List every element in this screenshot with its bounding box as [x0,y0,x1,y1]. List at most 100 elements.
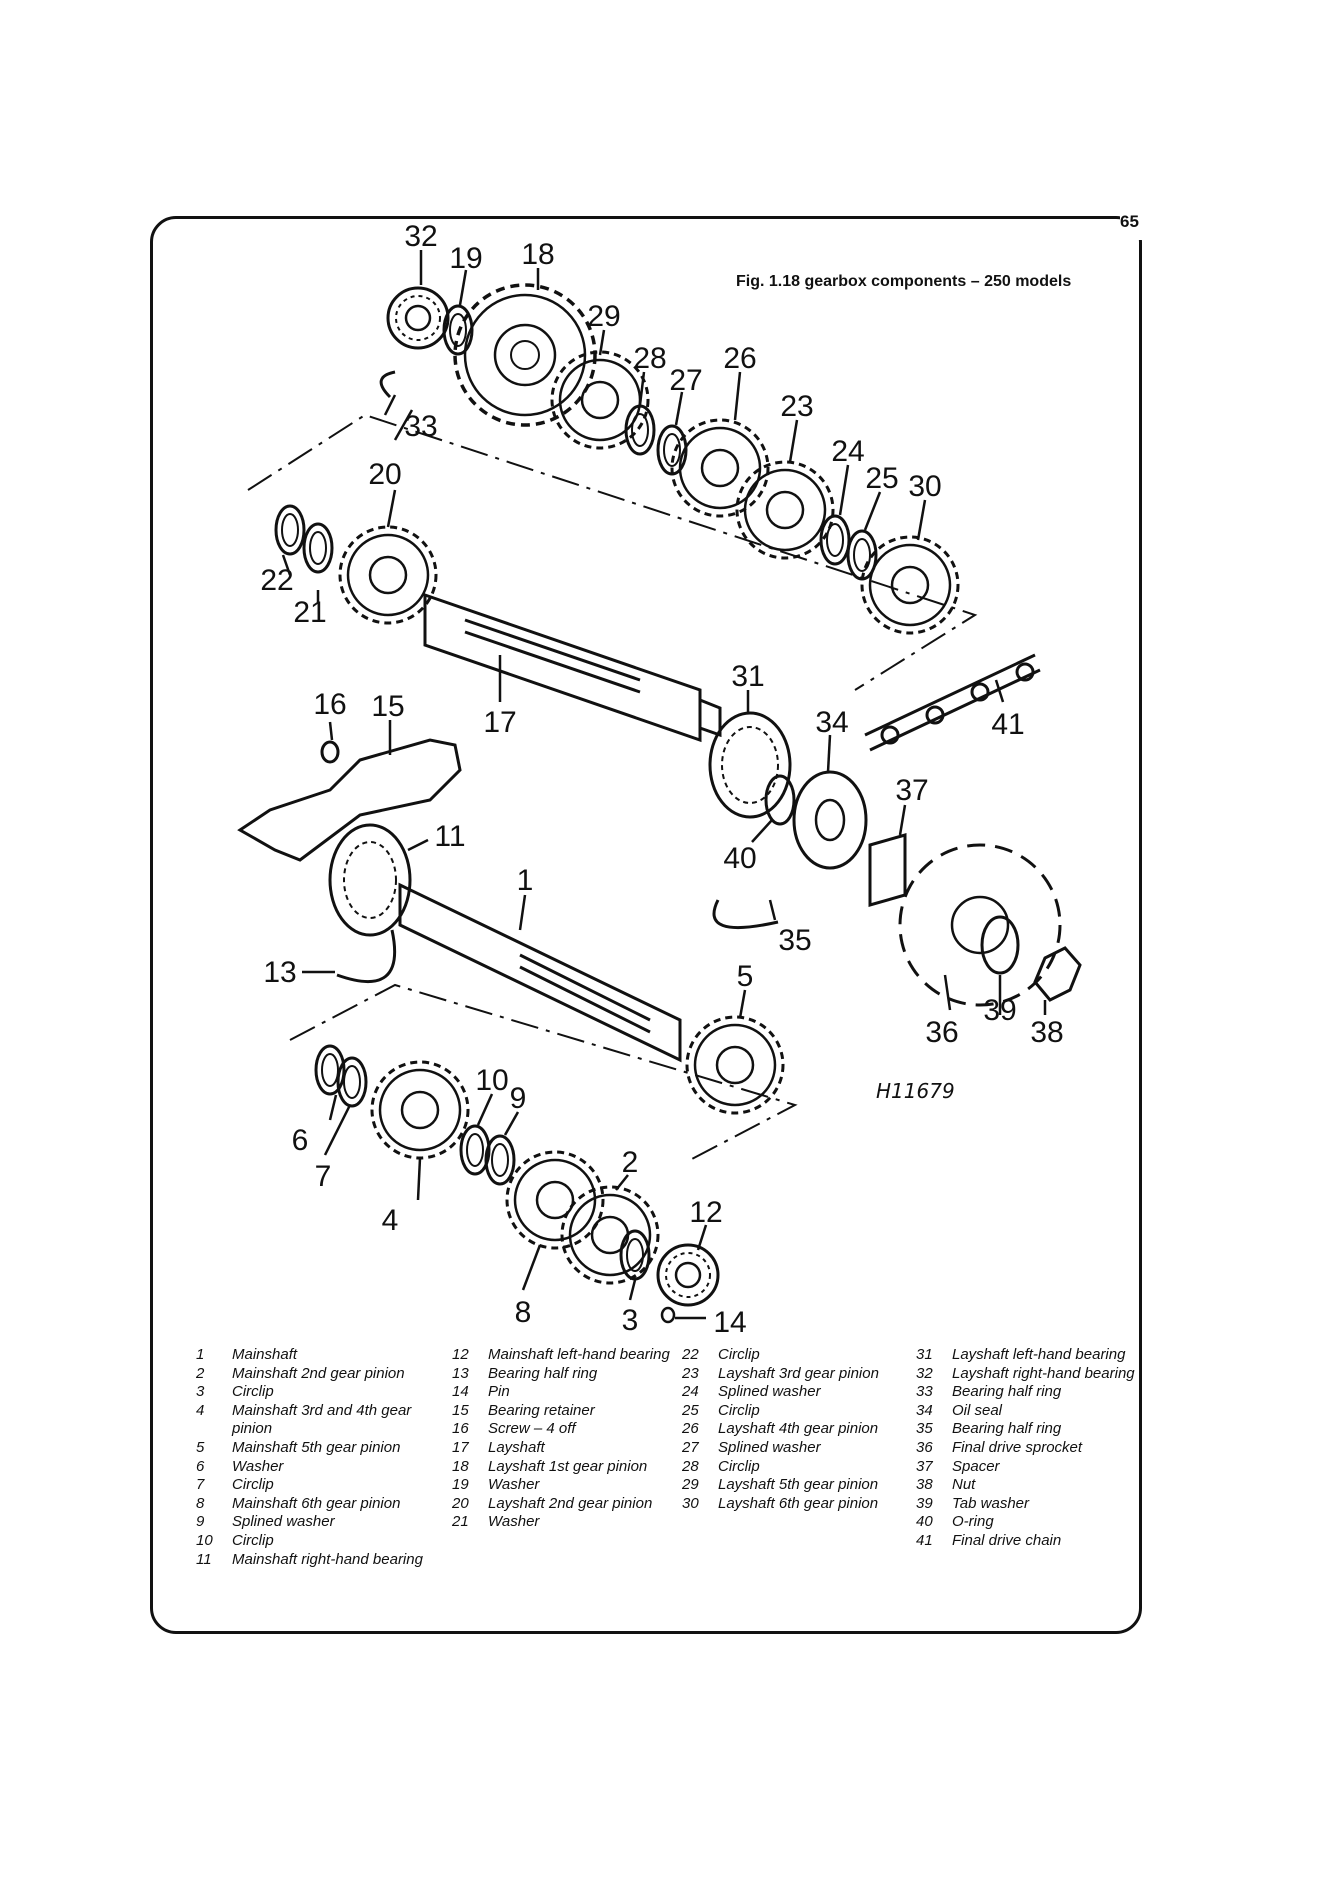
legend-text: Circlip [718,1346,760,1363]
callout-38: 38 [1030,1016,1063,1049]
legend-item: 20 Layshaft 2nd gear pinion [452,1495,688,1514]
legend-item: 11 Mainshaft right-hand bearing [196,1551,432,1570]
legend-number: 14 [452,1383,469,1401]
legend-number: 36 [916,1438,933,1456]
legend-text: Layshaft 5th gear pinion [718,1476,879,1494]
legend-text: Circlip [232,1476,274,1494]
legend-text: Mainshaft 5th gear pinion [232,1438,401,1456]
callout-25: 25 [865,462,898,495]
legend-text: Mainshaft left-hand bearing [488,1346,670,1363]
callout-36: 36 [925,1016,958,1049]
legend-text: Washer [232,1457,284,1475]
legend-text: Layshaft 3rd gear pinion [718,1364,879,1382]
legend-number: 35 [916,1420,933,1438]
callout-20: 20 [368,458,401,491]
assembly-guide-lines [247,413,978,1161]
washer-21 [302,522,334,574]
mainshaft-bearing-12 [656,1243,720,1307]
callout-35: 35 [778,924,811,957]
legend-number: 11 [196,1550,212,1568]
legend-text: Mainshaft 6th gear pinion [232,1494,401,1512]
gear-26 [670,418,770,518]
callout-41: 41 [991,708,1024,741]
layshaft-bearing-31 [708,711,792,819]
spacer-37 [868,833,907,907]
reference-code: H11679 [876,1079,955,1103]
legend-number: 20 [452,1494,469,1512]
callout-39: 39 [983,994,1016,1027]
circlip-10 [459,1124,491,1176]
callout-6: 6 [292,1124,309,1157]
legend-number: 30 [682,1494,699,1512]
callout-34: 34 [815,706,848,739]
legend-text: Circlip [232,1531,274,1549]
callout-22: 22 [260,564,293,597]
legend-text: Bearing half ring [952,1420,1062,1438]
tab-washer-39 [980,915,1020,975]
legend-text: Layshaft right-hand bearing [952,1364,1135,1382]
callout-26: 26 [723,342,756,375]
legend-number: 27 [682,1438,699,1456]
legend-text: Splined washer [718,1438,821,1456]
callout-4: 4 [382,1204,399,1237]
legend-text: Mainshaft right-hand bearing [232,1550,423,1568]
legend-item: 5 Mainshaft 5th gear pinion [196,1439,432,1458]
legend-number: 9 [196,1513,205,1531]
callout-2: 2 [622,1146,639,1179]
legend-number: 23 [682,1364,699,1382]
splined-washer-24 [819,514,851,566]
legend-number: 12 [452,1346,469,1363]
legend-number: 39 [916,1494,933,1512]
legend-number: 37 [916,1457,933,1475]
legend-text: Bearing retainer [488,1401,595,1419]
legend-number: 40 [916,1513,933,1531]
gear-5 [685,1015,785,1115]
legend-text: Circlip [718,1457,760,1475]
callout-10: 10 [475,1064,508,1097]
legend-item: 23 Layshaft 3rd gear pinion [682,1365,918,1384]
splined-washer-9 [484,1134,516,1186]
legend-text: Layshaft left-hand bearing [952,1346,1126,1363]
screw-16 [320,740,340,764]
callout-29: 29 [587,300,620,333]
callout-28: 28 [633,342,666,375]
half-ring-13 [336,929,397,984]
callout-17: 17 [483,706,516,739]
legend-text: Mainshaft 2nd gear pinion [232,1364,405,1382]
legend-item: 35 Bearing half ring [916,1420,1152,1439]
callout-37: 37 [895,774,928,807]
legend-text: Layshaft 2nd gear pinion [488,1494,653,1512]
legend-number: 15 [452,1401,469,1419]
legend-number: 4 [196,1401,205,1419]
legend-text: Layshaft 4th gear pinion [718,1420,879,1438]
legend-number: 5 [196,1438,205,1456]
legend-text: Bearing half ring [952,1383,1062,1401]
legend-number: 38 [916,1476,933,1494]
leader-lines [281,250,1047,1320]
callout-labels: 32 19 18 29 28 27 26 23 24 25 30 33 20 2… [260,220,1063,1339]
figure-frame [150,216,1142,1634]
legend-text: Circlip [232,1383,274,1401]
legend-text: Layshaft 1st gear pinion [488,1457,648,1475]
half-ring-33 [379,370,396,399]
callout-21: 21 [293,596,326,629]
